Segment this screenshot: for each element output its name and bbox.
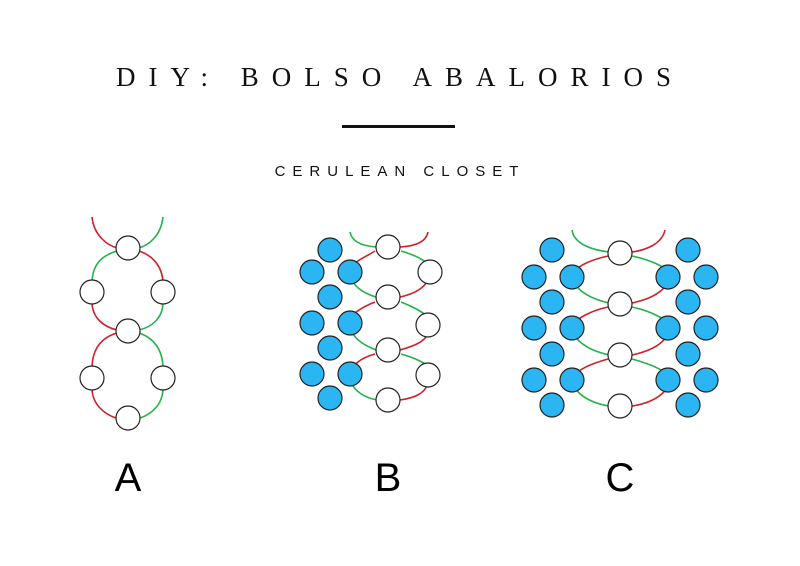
thread-red-a xyxy=(138,250,164,285)
bead-blue xyxy=(337,259,363,285)
bead-blue xyxy=(559,264,585,290)
bead-white xyxy=(375,337,401,363)
bead-blue xyxy=(299,361,325,387)
thread-red-b xyxy=(399,231,429,248)
bead-white xyxy=(115,235,141,261)
thread-green-b xyxy=(349,231,377,248)
bead-white xyxy=(607,342,633,368)
bead-white xyxy=(415,362,441,388)
bead-blue xyxy=(675,392,701,418)
bead-blue xyxy=(693,264,719,290)
bead-white xyxy=(79,365,105,391)
panel-label-b: B xyxy=(374,456,402,500)
brand-subtitle: CERULEAN CLOSET xyxy=(274,163,526,180)
bead-blue xyxy=(299,259,325,285)
bead-blue xyxy=(317,385,343,411)
bead-white xyxy=(417,259,443,285)
panel-label-a: A xyxy=(114,456,142,500)
bead-white xyxy=(150,279,176,305)
bead-blue xyxy=(539,341,565,367)
bead-white xyxy=(79,279,105,305)
bead-blue xyxy=(299,310,325,336)
panel-label-c: C xyxy=(605,456,635,500)
bead-blue xyxy=(675,341,701,367)
bead-blue xyxy=(655,315,681,341)
beads xyxy=(79,234,719,431)
bead-white xyxy=(607,291,633,317)
bead-blue xyxy=(521,315,547,341)
thread-green-c xyxy=(571,229,610,253)
bead-blue xyxy=(693,367,719,393)
bead-blue xyxy=(521,264,547,290)
thread-red-a xyxy=(91,216,119,249)
bead-white xyxy=(375,387,401,413)
bead-white xyxy=(115,405,141,431)
bead-blue xyxy=(539,289,565,315)
thread-green-a xyxy=(91,250,118,285)
bead-blue xyxy=(655,367,681,393)
thread-green-a xyxy=(138,332,164,370)
thread-green-a xyxy=(139,387,164,419)
thread-green-a xyxy=(138,301,164,331)
bead-blue xyxy=(337,310,363,336)
bead-white xyxy=(607,393,633,419)
bead-white xyxy=(150,365,176,391)
bead-white xyxy=(115,318,141,344)
bead-blue xyxy=(317,335,343,361)
bead-blue xyxy=(539,237,565,263)
bead-blue xyxy=(521,367,547,393)
thread-red-a xyxy=(91,332,118,370)
bead-blue xyxy=(655,264,681,290)
diagram-title: DIY: BOLSO ABALORIOS xyxy=(115,62,685,92)
bead-blue xyxy=(337,361,363,387)
thread-red-c xyxy=(631,229,666,253)
bead-blue xyxy=(559,367,585,393)
bead-blue xyxy=(539,392,565,418)
bead-white xyxy=(415,312,441,338)
bead-white xyxy=(607,240,633,266)
bead-white xyxy=(375,234,401,260)
thread-red-a xyxy=(91,301,118,331)
bead-blue xyxy=(693,315,719,341)
bead-blue xyxy=(317,237,343,263)
title-underline xyxy=(342,125,455,128)
bead-white xyxy=(375,284,401,310)
bead-blue xyxy=(559,315,585,341)
bead-blue xyxy=(675,237,701,263)
bead-blue xyxy=(675,289,701,315)
thread-green-a xyxy=(137,216,164,249)
bead-blue xyxy=(317,284,343,310)
thread-red-a xyxy=(91,387,117,419)
